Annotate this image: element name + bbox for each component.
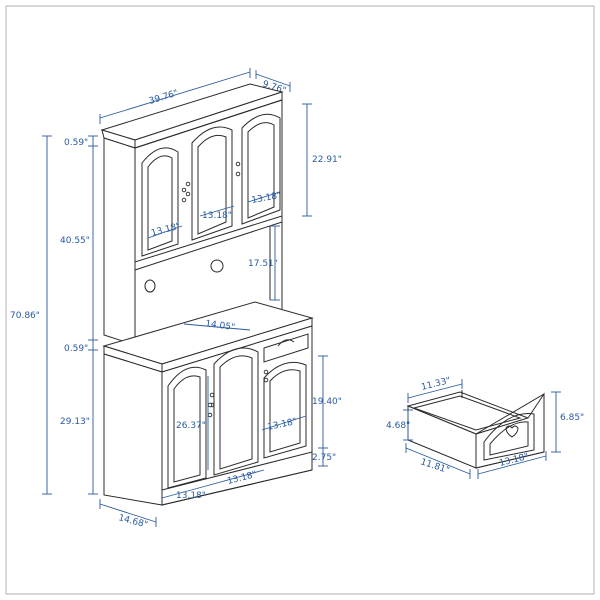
drawer-arch	[483, 413, 535, 461]
upper-door-mid	[185, 126, 233, 241]
upper-door-right	[235, 113, 281, 225]
hutch-side-panel	[103, 137, 136, 346]
upper-door-left	[141, 147, 187, 257]
dim-drawer-inner-height: 4.68"	[386, 421, 410, 431]
base-plinth	[161, 451, 313, 506]
drawer-inner-outline	[412, 395, 522, 431]
lower-door-right	[263, 333, 309, 459]
dim-drawer-front-height: 6.85"	[560, 413, 584, 423]
dim-base-depth: 14.68"	[117, 513, 148, 530]
dim-lower-door-left-width: 13.18"	[176, 491, 206, 501]
drawer-heart-cutout	[505, 425, 519, 438]
outlet-hole-left	[144, 279, 156, 293]
dim-total-height: 70.86"	[10, 311, 40, 321]
lower-side-panel	[103, 353, 163, 506]
page-frame	[5, 5, 595, 595]
dim-upper-door-mid-width: 13.18"	[202, 211, 232, 221]
dim-top-width: 39.76"	[148, 89, 180, 107]
lower-cabinet	[103, 325, 313, 506]
dimension-lines	[42, 68, 561, 527]
dim-top-trim: 0.59"	[64, 138, 88, 148]
drawer-side	[407, 405, 477, 469]
drawer-handle	[277, 339, 295, 347]
dim-lower-height: 29.13"	[60, 417, 90, 427]
upper-hutch	[100, 83, 284, 346]
dim-upper-height: 40.55"	[60, 236, 90, 246]
dim-counter-depth: 14.05"	[205, 319, 236, 333]
dim-hutch-open-height: 17.51"	[248, 259, 278, 269]
dim-lower-cabinet-height: 19.40"	[312, 397, 342, 407]
dim-mid-trim: 0.59"	[64, 344, 88, 354]
dim-upper-door-height: 22.91"	[312, 155, 342, 165]
upper-door-band	[134, 99, 283, 263]
dim-base-height: 2.75"	[312, 453, 336, 463]
lower-door-mid	[207, 347, 259, 476]
outlet-hole-right	[210, 259, 224, 273]
dim-lower-door-height: 26.37"	[176, 421, 206, 431]
lower-drawer-front	[263, 333, 309, 363]
